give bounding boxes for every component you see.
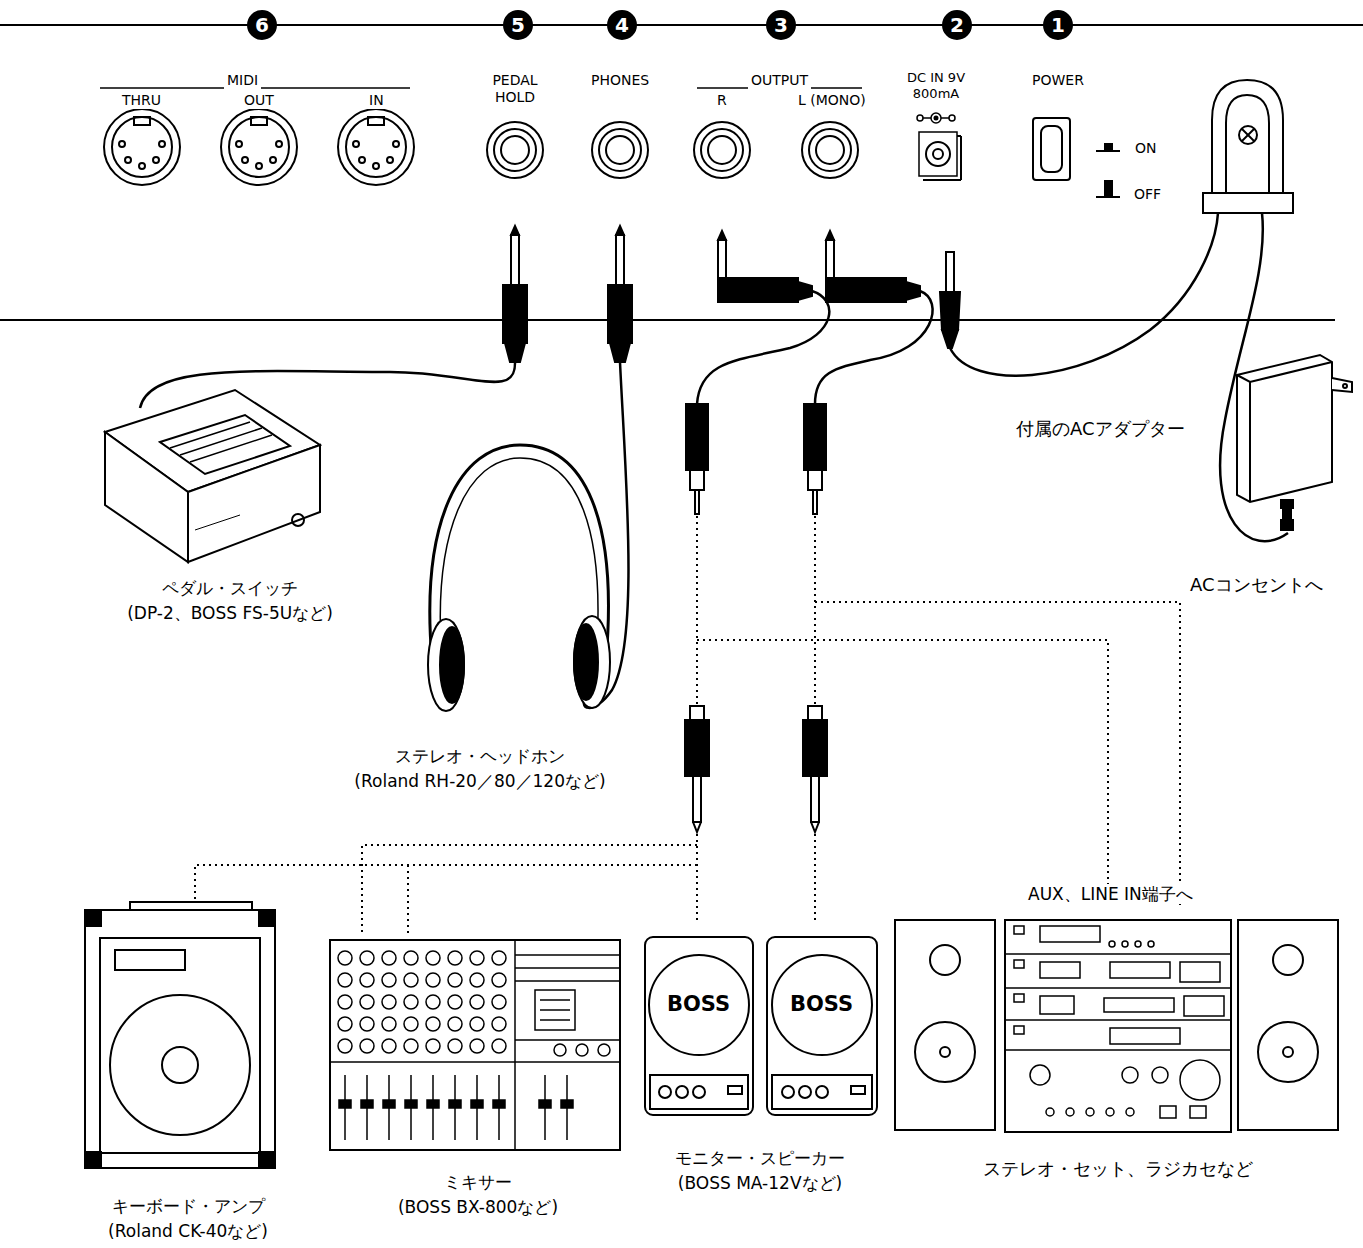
callout-number: 3 <box>774 15 788 35</box>
callout-number: 2 <box>950 15 964 35</box>
port-group-label: OUTPUT <box>748 72 811 89</box>
note-label: ACコンセントへ <box>1187 574 1326 596</box>
port-label: R <box>714 92 730 109</box>
port-label: THRU <box>119 92 164 109</box>
device-name: ステレオ・セット、ラジカセなど <box>979 1156 1257 1182</box>
device-model: (DP-2、BOSS FS-5Uなど) <box>123 601 337 626</box>
port-label: PHONES <box>588 72 652 89</box>
device-caption: ミキサー(BOSS BX-800など) <box>394 1170 563 1219</box>
device-model: (BOSS MA-12Vなど) <box>671 1171 849 1196</box>
brand-logo: BOSS <box>667 992 730 1017</box>
port-group-label: MIDI <box>224 72 261 89</box>
port-label: DC IN 9V 800mA <box>895 70 977 101</box>
note-label: AUX、LINE IN端子へ <box>1025 884 1196 904</box>
callout-number: 4 <box>615 15 629 35</box>
switch-state-label: ON <box>1132 140 1160 157</box>
port-label: IN <box>366 92 387 109</box>
port-label: L (MONO) <box>795 92 869 109</box>
port-label: PEDAL HOLD <box>481 72 549 106</box>
device-name: ペダル・スイッチ <box>123 576 337 601</box>
device-caption: モニター・スピーカー(BOSS MA-12Vなど) <box>671 1146 849 1195</box>
switch-state-label: OFF <box>1131 186 1164 203</box>
device-model: (BOSS BX-800など) <box>394 1195 563 1220</box>
device-model: (Roland CK-40など) <box>104 1219 272 1244</box>
device-name: ミキサー <box>394 1170 563 1195</box>
device-name: モニター・スピーカー <box>671 1146 849 1171</box>
callout-number: 6 <box>255 15 269 35</box>
part-label: 付属のACアダプター <box>1013 418 1188 440</box>
device-name: キーボード・アンプ <box>104 1194 272 1219</box>
device-caption: ペダル・スイッチ(DP-2、BOSS FS-5Uなど) <box>123 576 337 625</box>
device-model: (Roland RH-20／80／120など) <box>350 769 610 794</box>
device-caption: ステレオ・セット、ラジカセなど <box>979 1156 1257 1182</box>
device-caption: キーボード・アンプ(Roland CK-40など) <box>104 1194 272 1243</box>
callout-number: 1 <box>1051 15 1065 35</box>
port-label: OUT <box>241 92 277 109</box>
brand-logo: BOSS <box>790 992 853 1017</box>
device-name: ステレオ・ヘッドホン <box>350 744 610 769</box>
port-label: POWER <box>1029 72 1087 89</box>
device-caption: ステレオ・ヘッドホン(Roland RH-20／80／120など) <box>350 744 610 793</box>
callout-number: 5 <box>511 15 525 35</box>
